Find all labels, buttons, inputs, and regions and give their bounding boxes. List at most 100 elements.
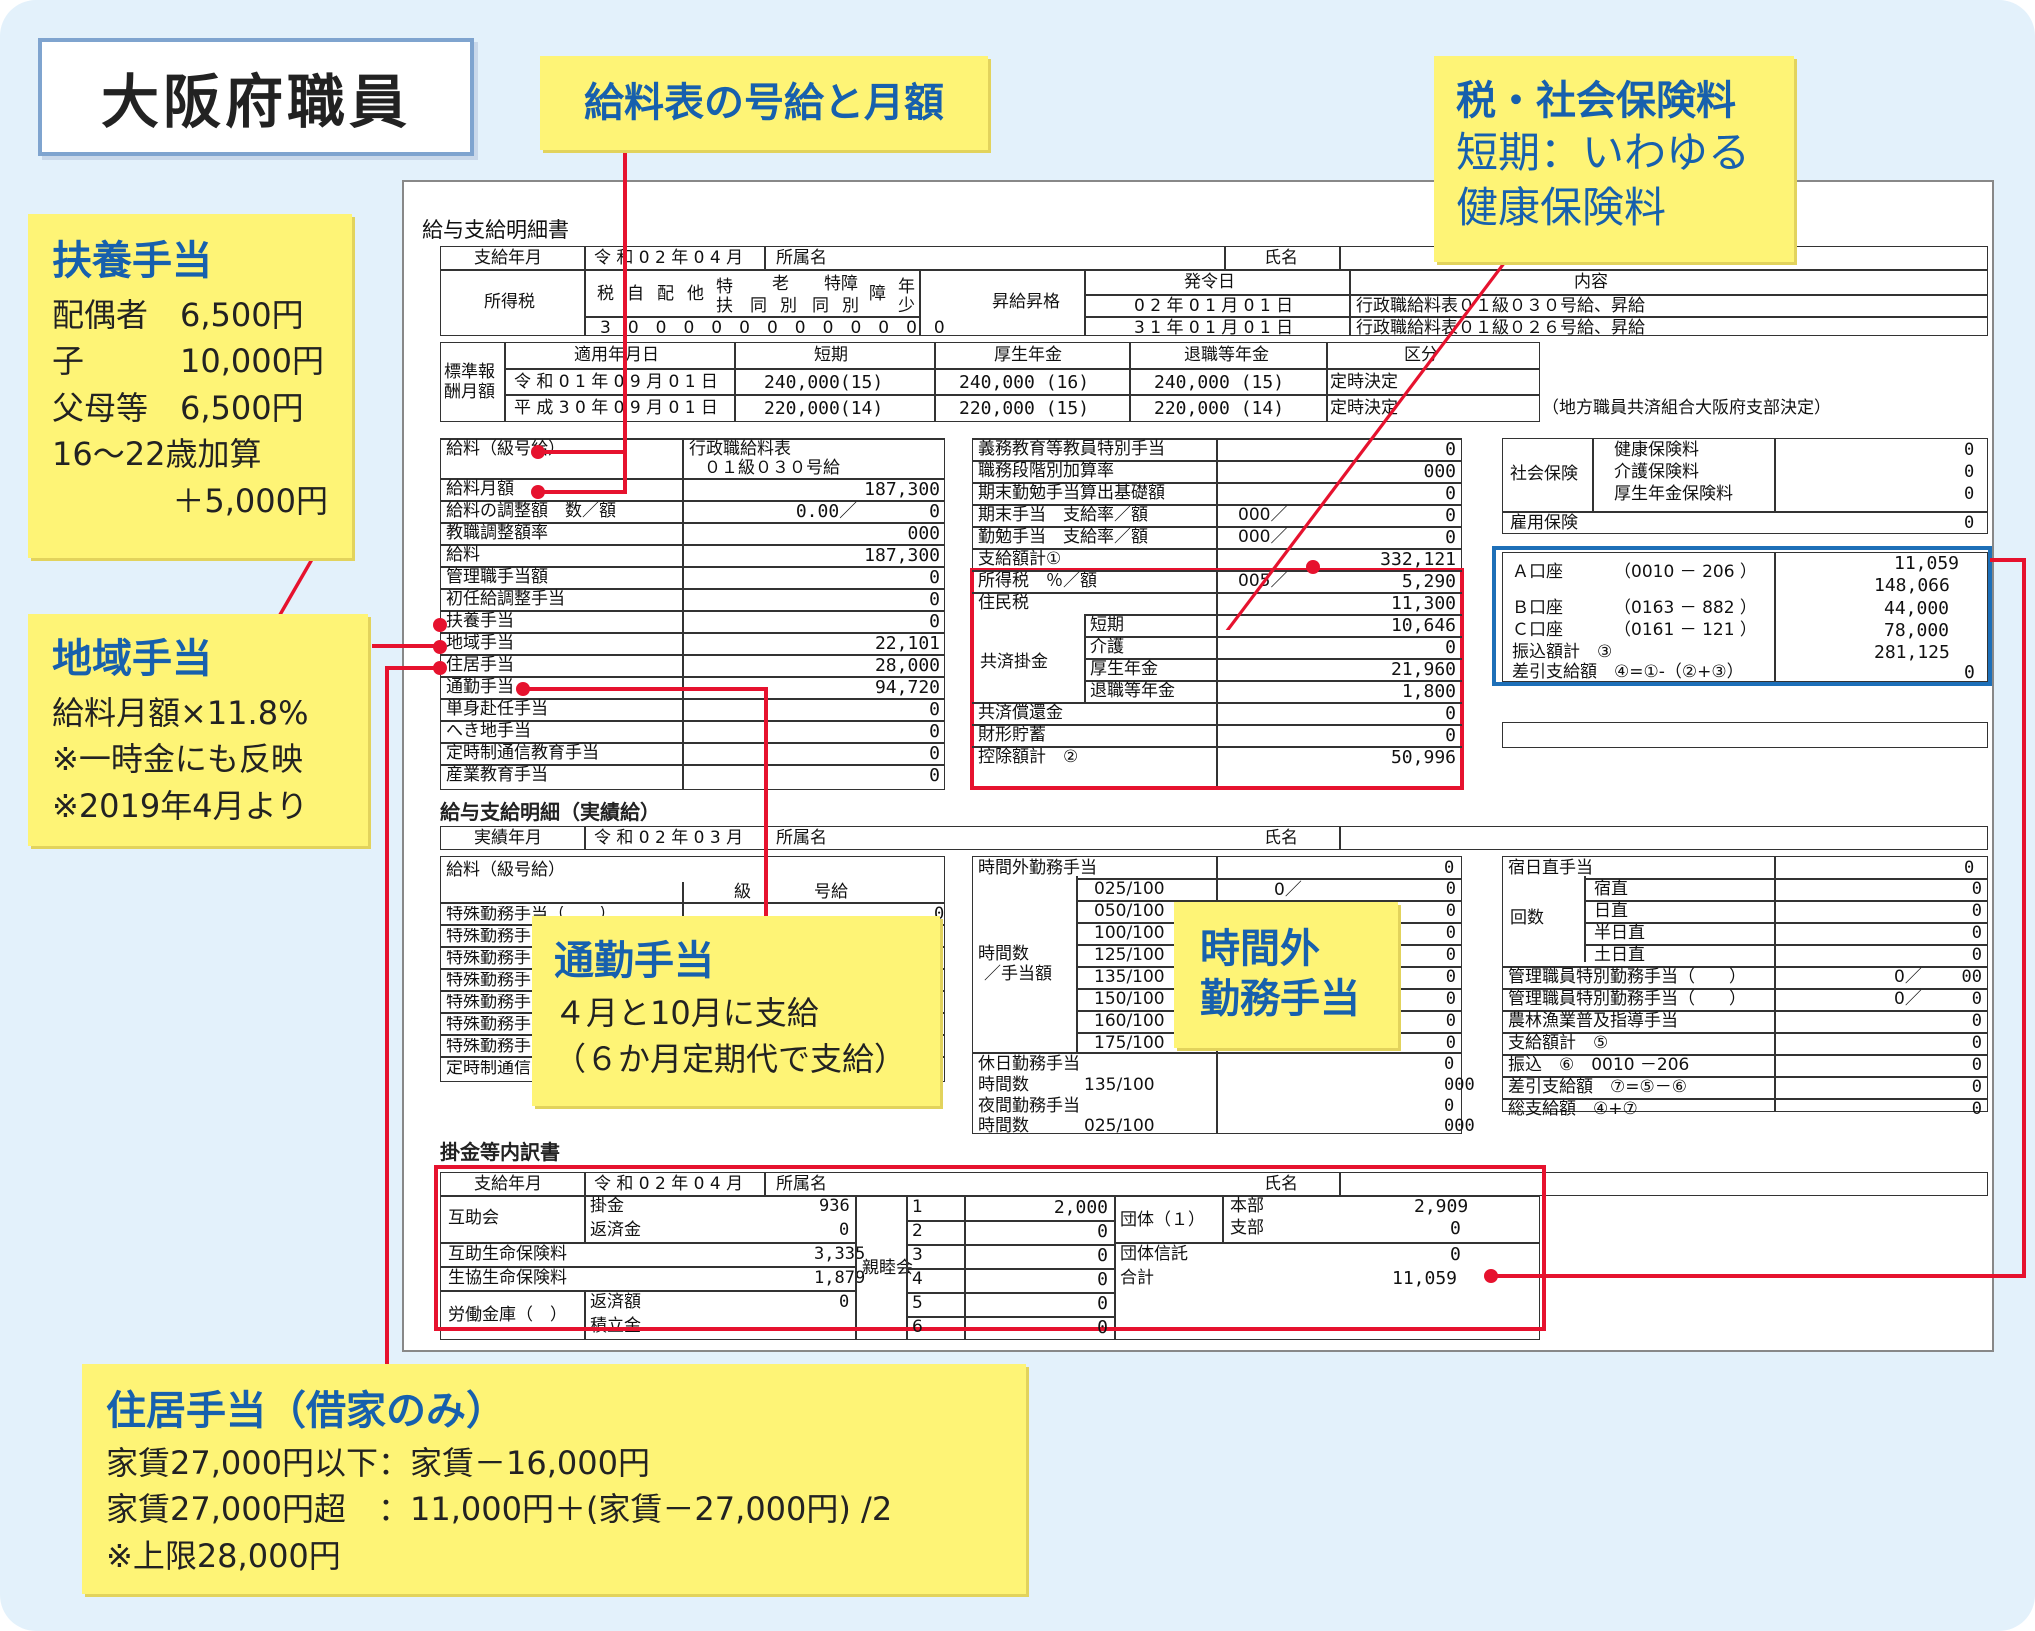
- rate-label: 135/100: [1094, 967, 1165, 987]
- deduct-label: 住民税: [978, 593, 1029, 613]
- connector-dot: [433, 618, 447, 632]
- row-line: [906, 1220, 1114, 1222]
- shinboku-num: 2: [912, 1221, 923, 1241]
- pay-mid-label: 期末手当 支給率／額: [978, 505, 1148, 525]
- row-line: [1076, 878, 1462, 880]
- deduct-label: 厚生年金: [1090, 659, 1158, 679]
- shukuchoku-value: 0: [1964, 858, 1975, 878]
- koyo-label: 雇用保険: [1510, 513, 1578, 533]
- pay-left-value: 0: [929, 721, 940, 742]
- deduct-value: 0: [1445, 637, 1456, 658]
- deduct-label: 短期: [1090, 615, 1124, 635]
- rate-label: 100/100: [1094, 923, 1165, 943]
- rate-label: 050/100: [1094, 901, 1165, 921]
- callout-tsukin: 通勤手当 ４月と10月に支給 （６か月定期代で支給）: [532, 916, 940, 1106]
- connector-dot: [433, 640, 447, 654]
- row-line: [440, 500, 945, 502]
- raise-text: 行政職給料表０１級０３０号給、昇給: [1356, 296, 1645, 316]
- yakan-value: 0: [1444, 1096, 1455, 1116]
- callout-jukyo-line: 家賃27,000円超 ：11,000円＋(家賃－27,000円) /2: [106, 1490, 893, 1529]
- deduct-value: 5,290: [1401, 571, 1456, 592]
- pay-left-label: へき地手当: [446, 721, 531, 741]
- row-line: [440, 654, 945, 656]
- rate-value: 0: [1445, 1011, 1456, 1031]
- jisseki-kyu: 級: [734, 882, 751, 902]
- jisseki-gokyu: 号給: [814, 882, 848, 902]
- tax-values: 3000000000000: [600, 318, 962, 338]
- social-value: 0: [1964, 462, 1975, 482]
- hensai-value: 0: [839, 1220, 850, 1240]
- rate-label: 160/100: [1094, 1011, 1165, 1031]
- pay-left-label: 初任給調整手当: [446, 589, 565, 609]
- row-line: [1502, 1032, 1988, 1034]
- rate-value: 0: [1445, 901, 1456, 921]
- pay-left-value: 187,300: [864, 545, 940, 566]
- row-line: [972, 482, 1462, 484]
- callout-jikangai-head2: 勤務手当: [1200, 976, 1360, 1022]
- pay-left-label: 通勤手当: [446, 677, 514, 697]
- pay-left-value: 0: [929, 765, 940, 786]
- row-line: [972, 702, 1462, 704]
- kaisu-item: 日直: [1594, 901, 1628, 921]
- hensai-label: 返済金: [590, 1220, 641, 1240]
- rate-label: 025/100: [1094, 879, 1165, 899]
- row-line: [906, 1292, 1114, 1294]
- pay-mid-value: 0: [1445, 483, 1456, 504]
- pay-mid-value: 0: [1445, 505, 1456, 526]
- deduct-value: 0: [1445, 703, 1456, 724]
- row-line: [1502, 1010, 1988, 1012]
- connector: [538, 450, 627, 454]
- kaisu-item: 土日直: [1594, 945, 1645, 965]
- pay-left-table: [440, 438, 945, 790]
- kakekin-shimei: 氏名: [1264, 1174, 1298, 1194]
- row-line: [1502, 1098, 1988, 1100]
- pay-left-value: 0: [929, 589, 940, 610]
- connector-dot: [1484, 1269, 1498, 1283]
- kaisu-item: 半日直: [1594, 923, 1645, 943]
- row-line: [1584, 900, 1988, 902]
- row-line: [906, 1316, 1114, 1318]
- pay-left-label: 管理職手当額: [446, 567, 548, 587]
- pay-left-label: 給料月額: [446, 479, 514, 499]
- row-line: [972, 504, 1462, 506]
- row-line: [1076, 900, 1462, 902]
- row-line: [440, 742, 945, 744]
- raise-date: 3 1 年 0 1 月 0 1 日: [1134, 318, 1294, 338]
- deduct-value: 50,996: [1390, 747, 1456, 768]
- naiyo-label: 内容: [1574, 272, 1608, 292]
- deduct-label: 控除額計 ②: [978, 747, 1079, 767]
- connector: [385, 666, 389, 1370]
- pay-left-label: 給料: [446, 545, 480, 565]
- std-cell: 定時決定: [1330, 372, 1398, 392]
- callout-zei-line: 短期：いわゆる: [1456, 128, 1751, 177]
- tax-col: 年少: [898, 277, 915, 316]
- shinboku-value: 0: [1097, 1293, 1108, 1314]
- connector-dot: [516, 682, 530, 696]
- jisseki-right-value: 00: [1961, 967, 1982, 987]
- tax-col: 配: [657, 284, 674, 304]
- deduct-label: 退職等年金: [1090, 681, 1175, 701]
- shotokuzei-label: 所得税: [484, 292, 535, 312]
- bank-label: 差引支給額 ④=①-（②+③）: [1512, 662, 1744, 682]
- connector: [1990, 558, 2026, 562]
- shinboku-num: 3: [912, 1245, 923, 1265]
- shinboku-value: 0: [1097, 1317, 1108, 1338]
- y-jikansu: 時間数: [978, 1116, 1029, 1136]
- shibu-label: 支部: [1230, 1218, 1264, 1238]
- rate-value: 0: [1445, 967, 1456, 987]
- row-line: [440, 632, 945, 634]
- social-label: 社会保険: [1510, 464, 1578, 484]
- rodo-hensai-value: 0: [839, 1292, 850, 1312]
- jisseki-left-label: 特殊勤務手: [446, 1038, 531, 1055]
- connector: [764, 687, 768, 923]
- deduct-label: 所得税 ％／額: [978, 571, 1097, 591]
- social-value: 0: [1964, 440, 1975, 460]
- bank-code: （0010 － 206 ）: [1614, 562, 1757, 582]
- row-line: [440, 588, 945, 590]
- jisseki-shozoku: 所属名: [776, 828, 827, 848]
- y-value: 000: [1444, 1116, 1475, 1136]
- shinboku-value: 2,000: [1053, 1197, 1108, 1218]
- rate-mid: 0／: [1274, 880, 1302, 900]
- jisseki-header-row: [440, 826, 1988, 850]
- kyujitsu-value: 0: [1444, 1054, 1455, 1074]
